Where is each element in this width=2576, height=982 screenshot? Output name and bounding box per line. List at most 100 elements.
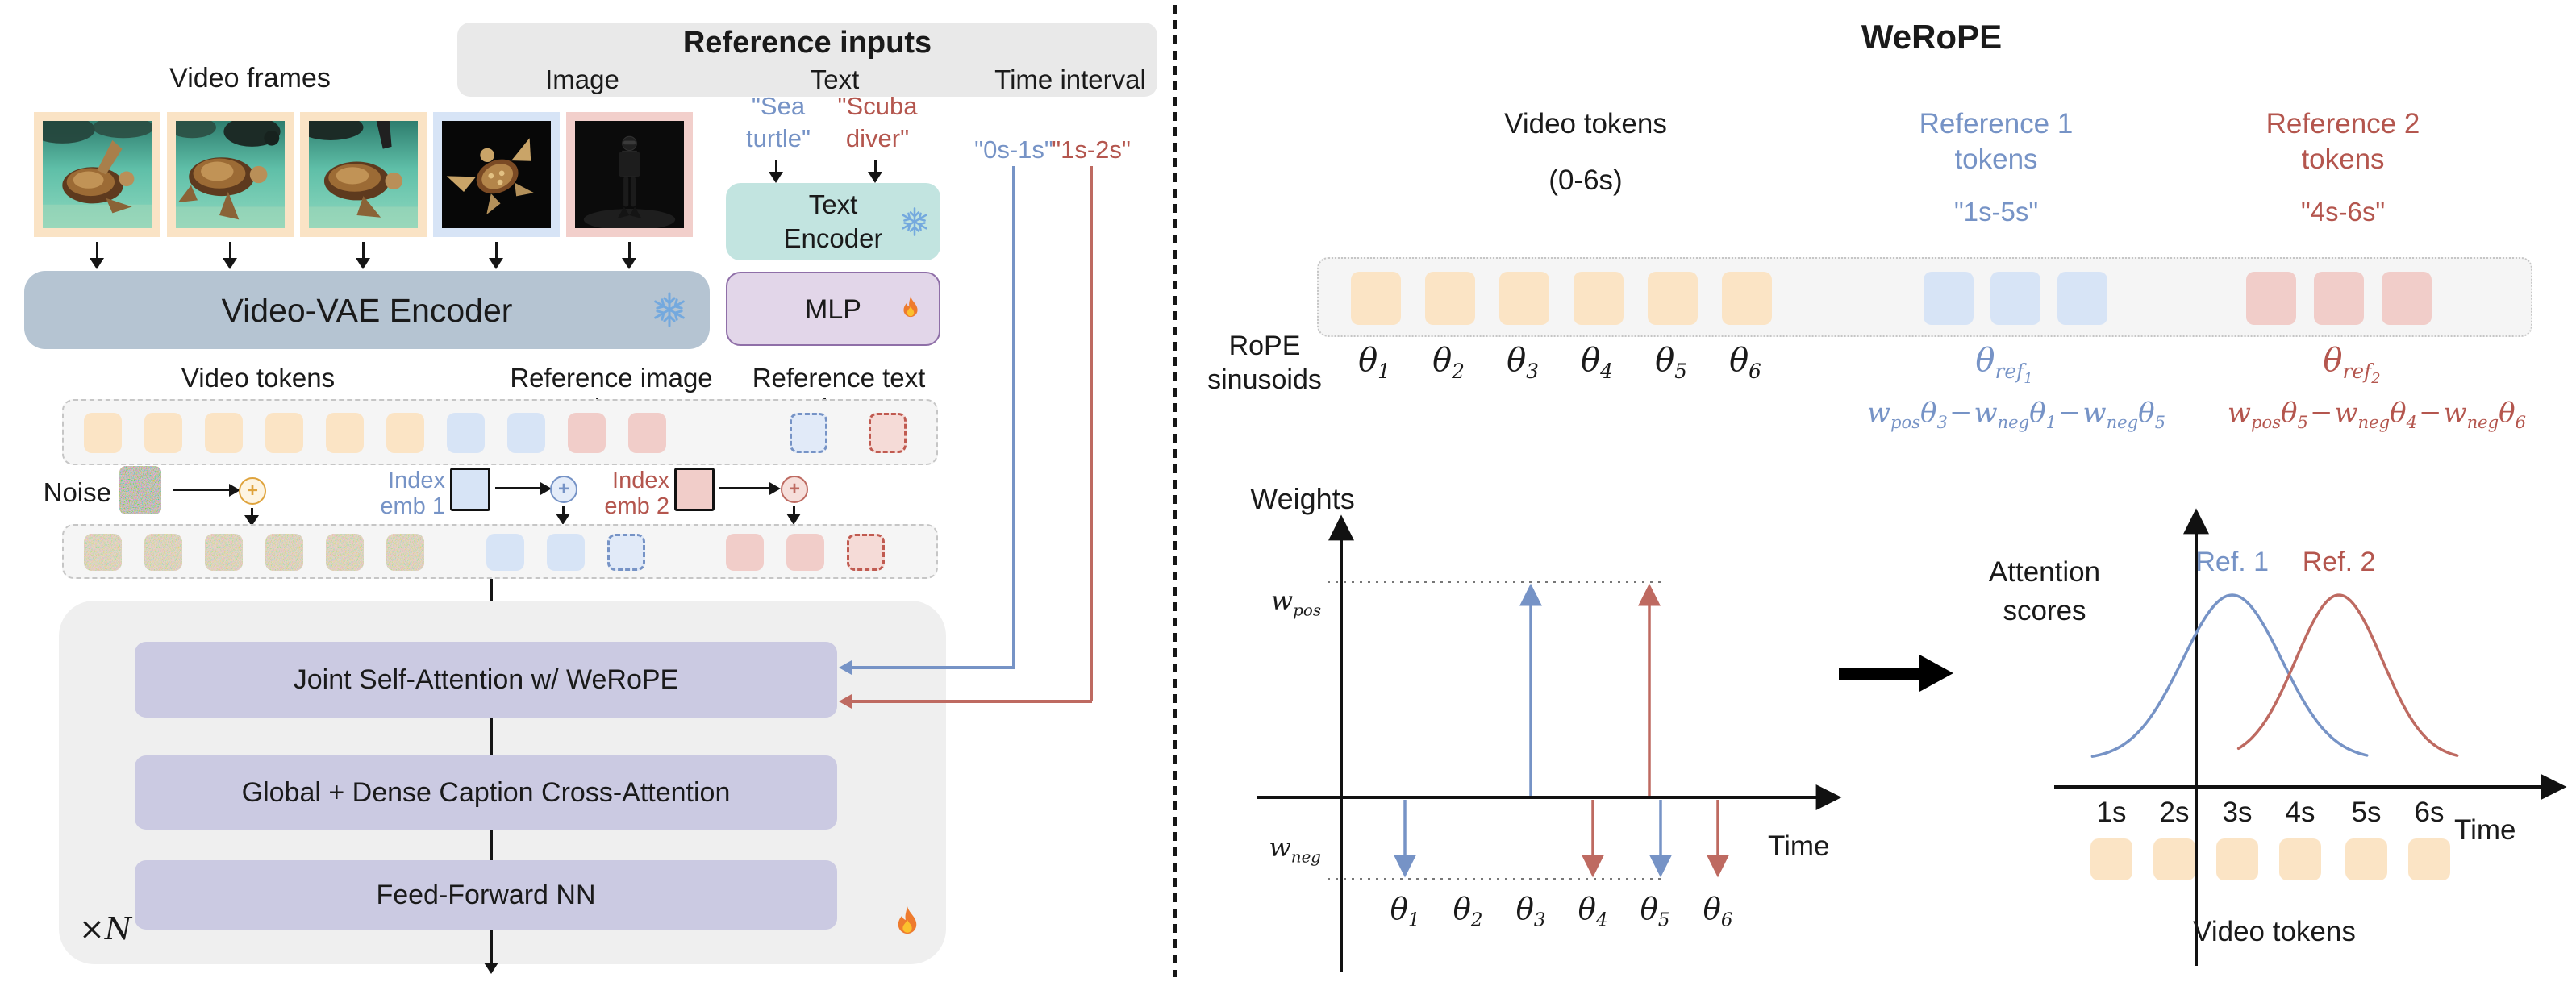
mlp-label: MLP [805,294,861,325]
interval-2-routing-line [1090,166,1093,701]
index-emb-2-line2: emb 2 [604,493,669,519]
ref-text-scuba-diver: "Scuba diver" [813,90,942,155]
interval-1-routing-line [1012,166,1015,668]
noise-token [386,534,424,571]
time-tick-label: 6s [2414,797,2445,828]
reference-2-werope-formula: wposθ5−wnegθ4−wnegθ6 [2227,397,2527,432]
frame-arrow-line-2 [229,242,231,260]
red-token [568,413,606,453]
index-emb-2-arrow-line [719,487,771,489]
werope-title: WeRoPE [1861,18,2003,56]
reference-1-header-line1: Reference 1 [1919,108,2074,139]
orange-token [1648,272,1698,325]
frame-arrow-line-3 [362,242,365,260]
interval-1-arrow-head [839,660,852,675]
blue-token [2057,272,2107,325]
orange-token [1574,272,1624,325]
orange-token [326,413,364,453]
reference-2-header-line2: tokens [2301,144,2385,175]
video-vae-encoder-block: Video-VAE Encoder [24,271,710,349]
index-emb-1-line1: Index [388,468,445,493]
noise-token [205,534,243,571]
time-tick-label: 5s [2351,797,2382,828]
reference-image-frame-2 [566,112,693,237]
red-token [2314,272,2364,325]
index-emb-2-line1: Index [612,468,669,493]
weights-theta-tick: θ2 [1453,892,1483,931]
video-vae-encoder-label: Video-VAE Encoder [221,292,513,329]
weights-theta-tick: θ6 [1703,892,1733,931]
connector-block2-3 [490,830,493,860]
video-frame-3 [300,112,427,237]
repeat-n-label: ×N [79,911,131,947]
index-1-down-line [562,506,565,516]
attention-plot: Attention scores Time Video tokens Ref. … [1932,476,2576,982]
index-1-down-head [556,514,570,525]
dashed-blue-token [790,413,827,453]
red-token [786,534,824,571]
orange-token [2090,838,2132,880]
dashed-red-token [869,413,907,453]
dashed-blue-token [607,534,645,571]
column-label-time-interval: Time interval [994,64,1146,94]
rope-theta-label: θ1 [1358,342,1390,383]
noise-token [84,534,122,571]
connector-block1-2 [490,718,493,755]
w-pos-label: wpos [1270,585,1321,620]
weights-time-axis-label: Time [1768,830,1830,862]
add-index-1-plus-icon: + [550,476,577,503]
column-label-image: Image [545,64,619,94]
dashed-red-token [847,534,885,571]
video-frames-label: Video frames [169,63,331,94]
red-token [2246,272,2296,325]
orange-token [1425,272,1475,325]
w-neg-label: wneg [1269,832,1321,867]
orange-token [265,413,303,453]
reference-2-interval: "4s-6s" [2300,197,2386,227]
token-row-1 [62,399,938,465]
flame-icon [898,906,917,934]
frame-arrow-head-1 [90,258,104,269]
snowflake-icon [902,207,927,236]
text-encoder-label-line2: Encoder [783,223,883,253]
orange-token [2216,838,2258,880]
turtle-photo [43,121,152,228]
reference-1-header-line2: tokens [1954,144,2038,175]
orange-token [2153,838,2195,880]
weights-theta-tick: θ3 [1515,892,1546,931]
feed-forward-block: Feed-Forward NN [135,860,837,930]
snowflake-icon [654,292,685,327]
orange-token [1722,272,1772,325]
ref-text-line: "Scuba [837,92,918,120]
cross-attention-block: Global + Dense Caption Cross-Attention [135,755,837,830]
noise-token [265,534,303,571]
weights-theta-tick: θ4 [1578,892,1608,931]
noise-label: Noise [43,477,111,507]
index-2-down-line [793,506,795,516]
noise-plus-down-line [251,508,253,518]
rope-label-line2: sinusoids [1207,364,1322,395]
rope-theta-label: θ5 [1655,342,1687,383]
orange-token [2279,838,2321,880]
mlp-block: MLP [726,272,940,346]
time-tick-label: 4s [2285,797,2315,828]
frame-arrow-head-2 [223,258,237,269]
time-tick-label: 3s [2222,797,2253,828]
video-tokens-header: Video tokens [1504,108,1667,139]
text-arrow-head-2 [868,172,882,183]
rope-theta-label: θref2 [2323,342,2381,387]
times-sign: × [79,911,105,947]
weights-theta-tick: θ1 [1390,892,1420,931]
frame-arrow-head-4 [489,258,503,269]
reference-image-frame-1 [433,112,560,237]
turtle-photo [176,121,285,228]
werope-token-row [1317,257,2532,337]
rope-theta-label: θ3 [1507,342,1539,383]
frame-arrow-head-3 [356,258,370,269]
index-emb-1-box [450,468,490,511]
rope-theta-label: θ2 [1432,342,1465,383]
weights-plot-canvas [1257,514,1842,972]
reference-inputs-title: Reference inputs [682,26,932,60]
